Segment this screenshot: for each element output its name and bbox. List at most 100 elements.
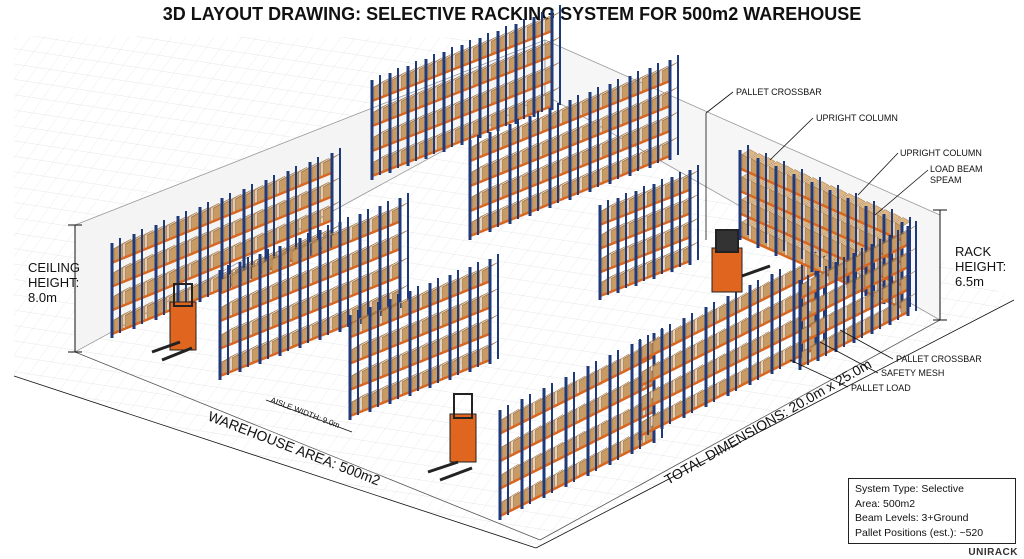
load-beam bbox=[649, 154, 671, 166]
load-beam bbox=[111, 323, 135, 336]
load-beam bbox=[587, 404, 611, 419]
callout-upright-column-1: UPRIGHT COLUMN bbox=[816, 113, 898, 123]
load-beam bbox=[771, 282, 795, 297]
rack-rows bbox=[110, 5, 917, 520]
load-beam bbox=[499, 421, 523, 435]
load-beam bbox=[389, 364, 411, 375]
load-beam bbox=[219, 339, 241, 350]
load-beam bbox=[661, 337, 685, 352]
load-beam bbox=[661, 387, 685, 402]
load-beam bbox=[449, 314, 471, 325]
load-beam bbox=[469, 226, 491, 238]
load-beam bbox=[265, 189, 289, 201]
load-beam bbox=[199, 240, 223, 252]
load-beam bbox=[521, 465, 545, 479]
load-beam bbox=[565, 388, 589, 402]
load-beam bbox=[299, 252, 321, 263]
load-beam bbox=[639, 423, 663, 438]
floor-outline-right bbox=[539, 319, 941, 541]
load-beam bbox=[319, 271, 341, 283]
load-beam bbox=[749, 293, 773, 308]
load-beam bbox=[469, 280, 491, 291]
ceiling-height-label-1: CEILING bbox=[28, 260, 80, 275]
load-beam bbox=[111, 300, 135, 312]
rack-row-mid-1 bbox=[218, 193, 409, 380]
load-beam bbox=[771, 332, 795, 347]
load-beam bbox=[609, 448, 633, 463]
load-beam bbox=[587, 432, 611, 446]
load-beam bbox=[631, 437, 655, 452]
load-beam bbox=[727, 329, 751, 344]
callout-safety-mesh: SAFETY MESH bbox=[881, 368, 944, 378]
load-beam bbox=[565, 443, 589, 457]
callout-pallet-load: PALLET LOAD bbox=[851, 383, 911, 393]
load-beam bbox=[529, 202, 551, 214]
load-beam bbox=[629, 162, 651, 174]
load-beam bbox=[369, 320, 391, 331]
callout-leader-upright-2 bbox=[857, 152, 899, 196]
load-beam bbox=[339, 263, 361, 275]
load-beam bbox=[449, 288, 471, 299]
load-beam bbox=[589, 103, 611, 115]
load-beam bbox=[499, 503, 523, 518]
rack-row-back-left-2 bbox=[370, 5, 561, 180]
callout-pallet-crossbar-top: PALLET CROSSBAR bbox=[736, 87, 822, 97]
load-beam bbox=[319, 326, 341, 338]
load-beam bbox=[629, 87, 651, 99]
load-beam bbox=[587, 459, 611, 474]
load-beam bbox=[279, 342, 301, 354]
load-beam bbox=[309, 195, 333, 207]
info-area: Area: 500m2 bbox=[855, 497, 916, 510]
load-beam bbox=[199, 287, 223, 300]
load-beam bbox=[757, 242, 777, 254]
load-beam bbox=[429, 296, 451, 307]
load-beam bbox=[409, 330, 431, 341]
load-beam bbox=[133, 291, 157, 303]
load-beam bbox=[609, 145, 631, 157]
load-beam bbox=[369, 346, 391, 357]
load-beam bbox=[549, 119, 571, 131]
load-beam bbox=[771, 307, 795, 322]
load-beam bbox=[239, 276, 261, 287]
callout-load-beam: LOAD BEAM bbox=[930, 164, 983, 174]
load-beam bbox=[287, 204, 311, 216]
load-beam bbox=[749, 318, 773, 333]
load-beam bbox=[727, 354, 751, 369]
rack-row-back-left bbox=[110, 148, 341, 338]
load-beam bbox=[683, 376, 707, 391]
load-beam bbox=[631, 355, 655, 369]
callout-pallet-crossbar-bottom: PALLET CROSSBAR bbox=[896, 354, 982, 364]
callout-leader-load-beam bbox=[874, 169, 929, 216]
brand-logo: UNIRACK bbox=[968, 547, 1018, 558]
load-beam bbox=[221, 207, 245, 219]
load-beam bbox=[389, 312, 411, 323]
load-beam bbox=[299, 334, 321, 346]
load-beam bbox=[549, 169, 571, 181]
load-beam bbox=[749, 368, 773, 383]
load-beam bbox=[543, 399, 567, 413]
load-beam bbox=[543, 481, 567, 496]
load-beam bbox=[469, 176, 491, 188]
load-beam bbox=[489, 218, 511, 230]
load-beam bbox=[683, 401, 707, 416]
drawing-title: 3D LAYOUT DRAWING: SELECTIVE RACKING SYS… bbox=[162, 4, 862, 24]
load-beam bbox=[349, 380, 371, 391]
load-beam bbox=[489, 143, 511, 155]
load-beam bbox=[499, 448, 523, 463]
load-beam bbox=[349, 328, 371, 339]
load-beam bbox=[155, 258, 179, 270]
callout-upright-column-2: UPRIGHT COLUMN bbox=[900, 148, 982, 158]
load-beam bbox=[359, 228, 381, 239]
load-beam bbox=[299, 307, 321, 318]
load-beam bbox=[569, 111, 591, 123]
load-beam bbox=[259, 268, 281, 279]
callout-leader-crossbar-bottom bbox=[839, 329, 894, 360]
load-beam bbox=[793, 258, 813, 270]
load-beam bbox=[243, 222, 267, 234]
load-beam bbox=[569, 186, 591, 198]
load-beam bbox=[569, 136, 591, 148]
load-beam bbox=[239, 358, 261, 370]
callout-leader-pallet-load bbox=[789, 359, 849, 388]
load-beam bbox=[359, 255, 381, 267]
load-beam bbox=[521, 437, 545, 452]
